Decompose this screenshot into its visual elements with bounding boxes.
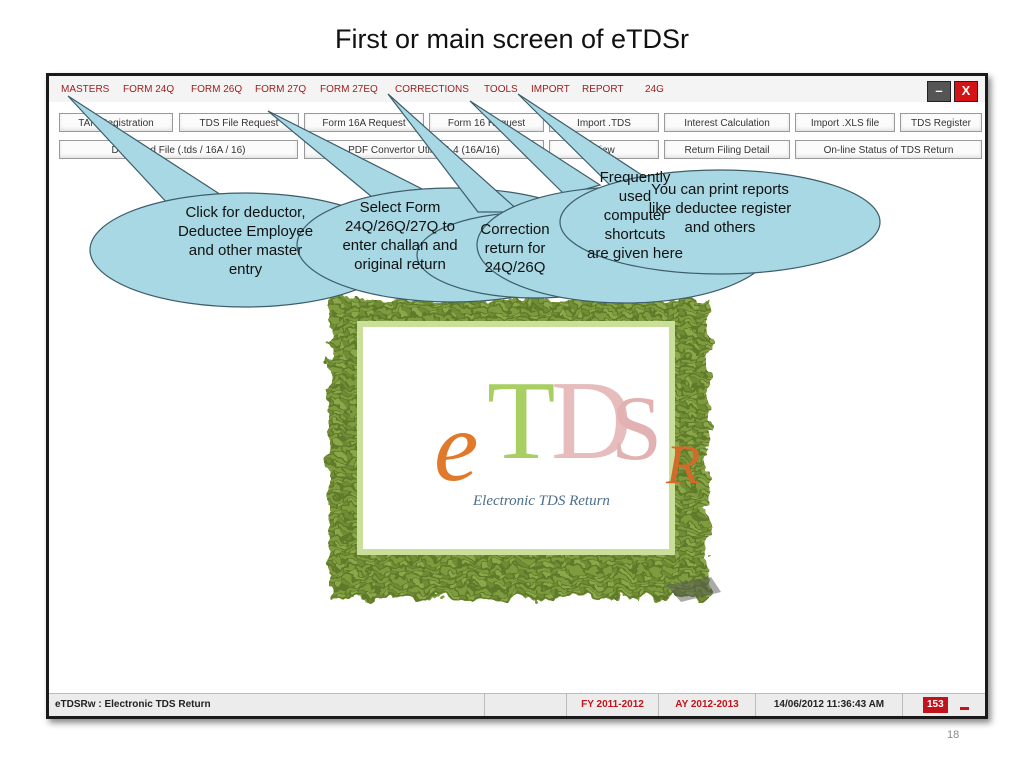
menu-corrections[interactable]: CORRECTIONS — [395, 84, 469, 95]
status-empty — [484, 694, 566, 716]
download-file-button[interactable]: Download File (.tds / 16A / 16) — [59, 140, 298, 159]
interest-calculation-button[interactable]: Interest Calculation — [664, 113, 790, 132]
menu-form-27eq[interactable]: FORM 27EQ — [320, 84, 378, 95]
status-ay: AY 2012-2013 — [658, 694, 755, 716]
page-number: 18 — [947, 729, 960, 741]
menu-form-27q[interactable]: FORM 27Q — [255, 84, 307, 95]
menu-tools[interactable]: TOOLS — [484, 84, 518, 95]
status-red-indicator — [960, 707, 969, 710]
form-16-request-button[interactable]: Form 16 Request — [429, 113, 544, 132]
status-datetime: 14/06/2012 11:36:43 AM — [755, 694, 902, 716]
slide-title: First or main screen of eTDSr — [334, 24, 690, 54]
view-button[interactable]: View — [549, 140, 659, 159]
menu-form-26q[interactable]: FORM 26Q — [191, 84, 243, 95]
logo-letter-t: T — [487, 359, 556, 483]
form-16a-request-button[interactable]: Form 16A Request — [304, 113, 424, 132]
logo-letter-d: D — [551, 359, 632, 483]
menu-form-24q[interactable]: FORM 24Q — [123, 84, 175, 95]
online-status-button[interactable]: On-line Status of TDS Return — [795, 140, 982, 159]
logo-subtitle: Electronic TDS Return — [473, 493, 610, 509]
status-fy: FY 2011-2012 — [566, 694, 658, 716]
status-app-name: eTDSRw : Electronic TDS Return — [55, 699, 211, 710]
status-bar: eTDSRw : Electronic TDS Return FY 2011-2… — [49, 693, 985, 716]
menu-bar: MASTERS FORM 24Q FORM 26Q FORM 27Q FORM … — [49, 76, 985, 102]
etdsr-main-window: MASTERS FORM 24Q FORM 26Q FORM 27Q FORM … — [46, 73, 988, 719]
pdf-convertor-button[interactable]: PDF Convertor Utility 1.4 (16A/16) — [304, 140, 544, 159]
close-button[interactable]: X — [954, 81, 978, 102]
return-filing-detail-button[interactable]: Return Filing Detail — [664, 140, 790, 159]
status-counter-cell: 153 — [902, 694, 985, 716]
minimize-button[interactable]: – — [927, 81, 951, 102]
menu-import[interactable]: IMPORT — [531, 84, 570, 95]
menu-report[interactable]: REPORT — [582, 84, 624, 95]
import-xls-button[interactable]: Import .XLS file — [795, 113, 895, 132]
logo-letter-e: e — [434, 391, 479, 502]
etdsr-logo: e T D S R Electronic TDS Return — [311, 287, 729, 617]
tds-register-button[interactable]: TDS Register — [900, 113, 982, 132]
menu-24g[interactable]: 24G — [645, 84, 664, 95]
tan-registration-button[interactable]: TAN Registration — [59, 113, 173, 132]
status-counter: 153 — [923, 697, 948, 713]
tds-file-request-button[interactable]: TDS File Request — [179, 113, 299, 132]
menu-masters[interactable]: MASTERS — [61, 84, 110, 95]
logo-letter-r: R — [666, 434, 701, 496]
import-tds-button[interactable]: Import .TDS — [549, 113, 659, 132]
logo-letter-s: S — [611, 377, 663, 479]
